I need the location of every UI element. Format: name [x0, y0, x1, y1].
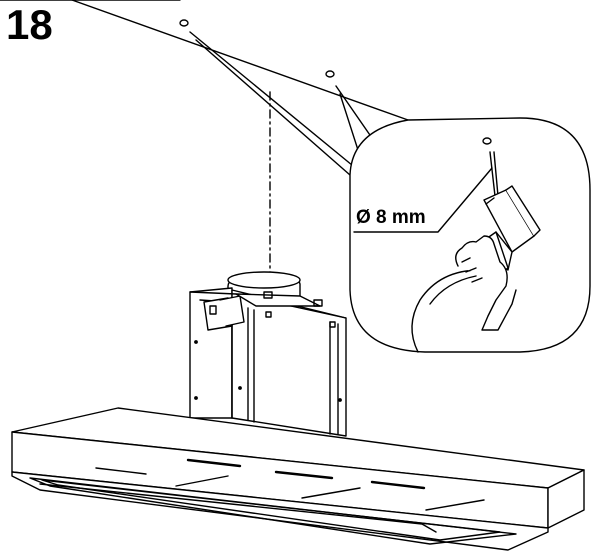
- hand-icon: [455, 235, 517, 331]
- drill-bit: [489, 151, 496, 197]
- mounting-bracket: [203, 291, 336, 331]
- diameter-leader-line: [353, 167, 493, 233]
- filter-divider-4: [425, 499, 485, 511]
- leader-line-right-b: [339, 93, 359, 151]
- ceiling-hole-right: [325, 70, 335, 78]
- hood-filter-panel: [0, 0, 549, 551]
- drill-diameter-label: Ø 8 mm: [356, 207, 426, 228]
- hood-canopy: [11, 407, 585, 529]
- filter-divider-1: [95, 467, 147, 475]
- filter-bottom-edge: [39, 483, 437, 533]
- callout-hole: [482, 137, 492, 145]
- ceiling-line: [71, 0, 409, 121]
- leader-line-left-b: [195, 39, 351, 176]
- step-number: 18: [6, 1, 53, 48]
- filter-divider-2: [175, 475, 229, 487]
- leader-line-right: [335, 85, 373, 139]
- filter-divider-3: [301, 487, 361, 499]
- motor-housing: [227, 271, 301, 305]
- detail-callout-bubble: [349, 117, 591, 353]
- ceiling-hole-left: [179, 19, 189, 27]
- leader-line-left: [189, 31, 359, 171]
- flue-body: [189, 287, 347, 437]
